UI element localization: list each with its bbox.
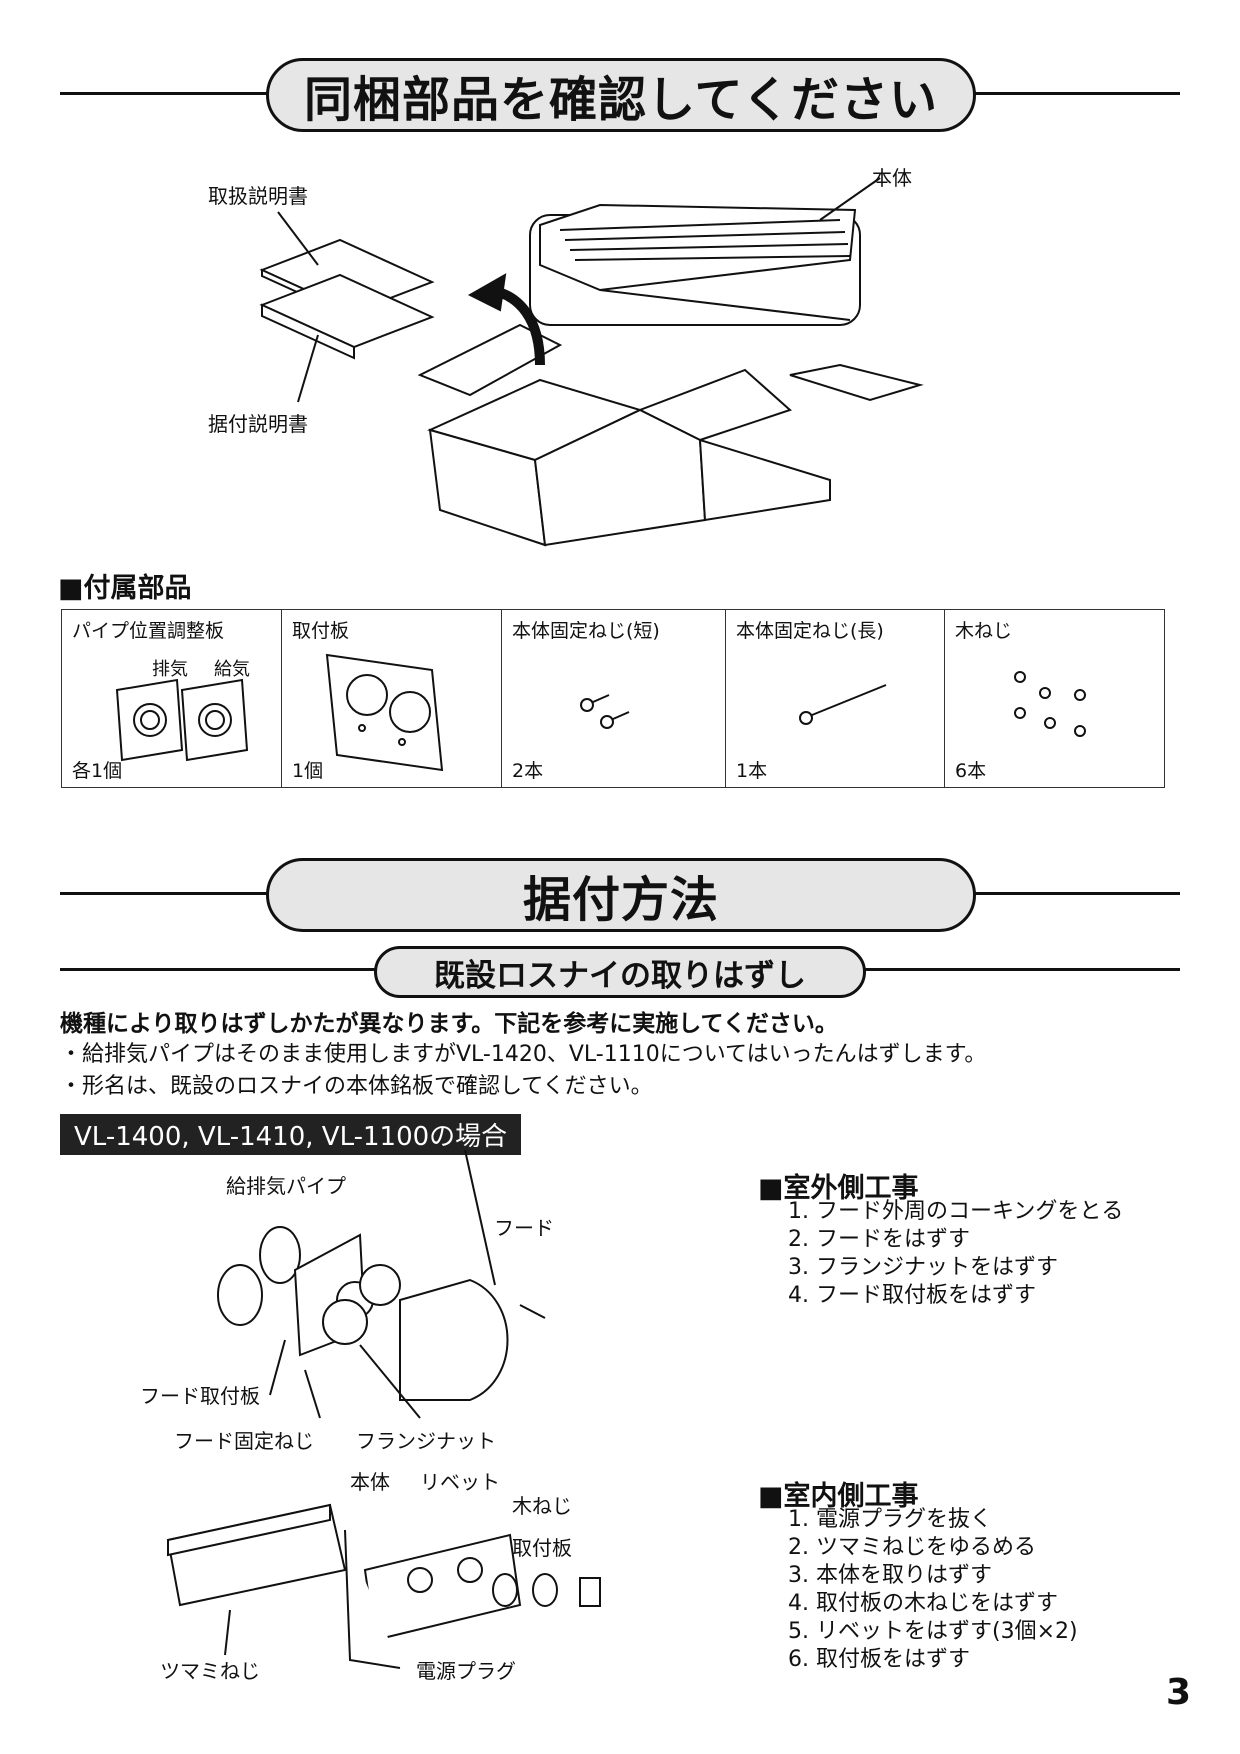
accessory-cell-adjust-plate: パイプ位置調整板 排気 給気 各1個 [61, 609, 282, 788]
subbanner-rule-right [860, 968, 1180, 971]
accessory-name: 木ねじ [955, 620, 1013, 642]
banner-rule-left [60, 892, 270, 895]
label-instruction-manual: 取扱説明書 [208, 184, 308, 208]
label-indoor-body: 本体 [350, 1470, 390, 1494]
section-title-contents: 同梱部品を確認してください [266, 58, 976, 132]
outdoor-steps: 1. フード外周のコーキングをとる 2. フードをはずす 3. フランジナットを… [788, 1198, 1123, 1310]
accessory-cell-short-screw: 本体固定ねじ(短) 2本 [501, 609, 726, 788]
accessory-name: 本体固定ねじ(長) [736, 620, 884, 642]
label-flange-nut: フランジナット [356, 1429, 496, 1453]
indoor-step: 3. 本体を取りはずす [788, 1563, 992, 1588]
note-line: ・給排気パイプはそのまま使用しますがVL-1420、VL-1110についてはいっ… [60, 1042, 987, 1067]
label-knob-screw: ツマミねじ [160, 1659, 260, 1683]
banner-rule-right [970, 892, 1180, 895]
label-hood: フード [494, 1216, 554, 1240]
model-band: VL-1400, VL-1410, VL-1100の場合 [60, 1114, 522, 1155]
long-screw-icon [799, 684, 887, 725]
sub-label-supply: 給気 [214, 659, 250, 680]
section-title-installation: 据付方法 [266, 858, 976, 932]
indoor-steps: 1. 電源プラグを抜く 2. ツマミねじをゆるめる 3. 本体を取りはずす 4.… [788, 1506, 1078, 1674]
accessory-name: 本体固定ねじ(短) [512, 620, 660, 642]
accessory-name: 取付板 [292, 620, 350, 642]
accessories-table: パイプ位置調整板 排気 給気 各1個 取付板 [61, 609, 1165, 788]
label-main-unit: 本体 [872, 166, 912, 190]
mount-plate-icon [325, 653, 444, 772]
label-rivet: リベット [420, 1470, 500, 1494]
outdoor-step: 4. フード取付板をはずす [788, 1283, 1036, 1308]
label-power-plug: 電源プラグ [416, 1659, 516, 1683]
accessory-name: パイプ位置調整板 [72, 620, 225, 642]
label-hood-screw: フード固定ねじ [174, 1429, 314, 1453]
banner-rule-left [60, 92, 270, 95]
label-supply-exhaust-pipe: 給排気パイプ [226, 1174, 346, 1198]
lead-text: 機種により取りはずしかたが異なります。下記を参考に実施してください。 [60, 1011, 838, 1037]
indoor-heading: ■室内側工事 [758, 1481, 919, 1512]
subbanner-rule-left [60, 968, 378, 971]
indoor-step: 2. ツマミねじをゆるめる [788, 1535, 1036, 1560]
accessory-qty: 各1個 [72, 760, 123, 782]
accessory-cell-mount-plate: 取付板 1個 [281, 609, 502, 788]
indoor-step: 4. 取付板の木ねじをはずす [788, 1591, 1058, 1616]
page-number: 3 [1166, 1672, 1192, 1713]
outdoor-step: 3. フランジナットをはずす [788, 1255, 1058, 1280]
indoor-step: 5. リベットをはずす(3個×2) [788, 1619, 1078, 1644]
note-line: ・形名は、既設のロスナイの本体銘板で確認してください。 [60, 1074, 653, 1099]
label-wood-screw: 木ねじ [512, 1494, 572, 1518]
banner-rule-right [970, 92, 1180, 95]
wood-screws-icon [1014, 671, 1086, 737]
unboxing-illustration [259, 177, 924, 547]
adjust-plate-icon [115, 678, 249, 762]
accessory-qty: 1本 [736, 760, 768, 782]
outdoor-heading: ■室外側工事 [758, 1173, 919, 1204]
accessory-qty: 1個 [292, 760, 324, 782]
outdoor-step: 2. フードをはずす [788, 1227, 970, 1252]
short-screw-icon [580, 694, 630, 729]
accessory-qty: 2本 [512, 760, 544, 782]
accessory-qty: 6本 [955, 760, 987, 782]
indoor-step: 6. 取付板をはずす [788, 1647, 970, 1672]
accessory-cell-wood-screw: 木ねじ 6本 [944, 609, 1165, 788]
outdoor-step: 1. フード外周のコーキングをとる [788, 1199, 1124, 1224]
label-installation-manual: 据付説明書 [208, 412, 308, 436]
sub-label-exhaust: 排気 [152, 659, 188, 680]
indoor-step: 1. 電源プラグを抜く [788, 1507, 992, 1532]
label-hood-mount-plate: フード取付板 [140, 1384, 260, 1408]
subsection-title-removal: 既設ロスナイの取りはずし [374, 946, 866, 998]
label-mount-plate: 取付板 [512, 1536, 572, 1560]
accessory-cell-long-screw: 本体固定ねじ(長) 1本 [725, 609, 945, 788]
accessories-heading: ■付属部品 [58, 573, 192, 604]
